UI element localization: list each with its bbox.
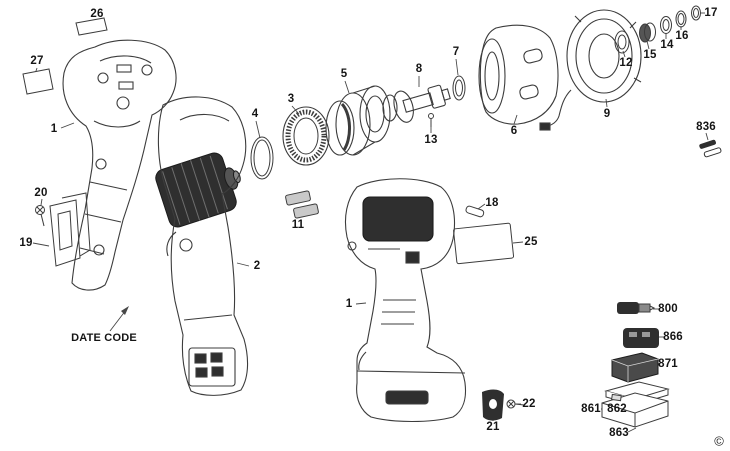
battery-871-drawing bbox=[611, 352, 659, 383]
part-label-26: 26 bbox=[90, 8, 104, 20]
part-label-861: 861 bbox=[581, 403, 601, 415]
motor-drawing bbox=[155, 152, 241, 228]
part-label-11: 11 bbox=[291, 219, 305, 231]
part-label-5: 5 bbox=[340, 68, 348, 80]
nose-cover-drawing bbox=[539, 9, 642, 131]
gear-case-drawing bbox=[478, 24, 559, 125]
part-label-800: 800 bbox=[658, 303, 678, 315]
part-label-25: 25 bbox=[524, 236, 538, 248]
part-label-12: 12 bbox=[619, 57, 633, 69]
detent-pin-13-drawing bbox=[428, 113, 434, 127]
part-label-2: 2 bbox=[253, 260, 261, 272]
part-label-22: 22 bbox=[522, 398, 536, 410]
service-kit-836-drawing bbox=[699, 139, 722, 158]
battery-866-drawing bbox=[623, 328, 659, 348]
part-label-21: 21 bbox=[486, 421, 500, 433]
part-label-19: 19 bbox=[19, 237, 33, 249]
contact-sleeves-drawing bbox=[285, 190, 319, 219]
part-label-836: 836 bbox=[696, 121, 716, 133]
part-label-862: 862 bbox=[607, 403, 627, 415]
part-label-14: 14 bbox=[660, 39, 674, 51]
date-code-arrowhead bbox=[121, 306, 129, 315]
part-label-866: 866 bbox=[663, 331, 683, 343]
copyright-symbol: © bbox=[714, 433, 724, 449]
part-label-18: 18 bbox=[485, 197, 499, 209]
label-sticker-26-drawing bbox=[75, 17, 108, 36]
part-label-9: 9 bbox=[603, 108, 611, 120]
anvil-drawing bbox=[393, 84, 451, 123]
front-housing-half-drawing bbox=[157, 96, 249, 396]
bit-holder-800-drawing bbox=[617, 302, 656, 314]
part-label-4: 4 bbox=[251, 108, 259, 120]
part-label-7: 7 bbox=[452, 46, 460, 58]
o-ring-4-drawing bbox=[250, 136, 274, 180]
part-label-871: 871 bbox=[658, 358, 678, 370]
belt-hook-drawing bbox=[49, 192, 91, 267]
part-label-16: 16 bbox=[675, 30, 689, 42]
washer-7-drawing bbox=[452, 75, 466, 101]
part-label-1-left: 1 bbox=[50, 123, 58, 135]
part-label-1-main: 1 bbox=[345, 298, 353, 310]
part-label-6: 6 bbox=[510, 125, 518, 137]
assembled-tool-drawing bbox=[344, 178, 467, 423]
screw-20-drawing bbox=[35, 205, 45, 227]
part-label-15: 15 bbox=[643, 49, 657, 61]
part-label-13: 13 bbox=[424, 134, 438, 146]
ring-gear-drawing bbox=[282, 106, 330, 166]
label-25-drawing bbox=[453, 222, 515, 265]
belt-clip-21-drawing bbox=[482, 389, 504, 421]
part-label-20: 20 bbox=[34, 187, 48, 199]
part-label-8: 8 bbox=[415, 63, 423, 75]
bearing-rings-drawing bbox=[614, 5, 701, 54]
kitbox-drawing bbox=[601, 381, 670, 428]
hammer-assembly-drawing bbox=[325, 85, 398, 156]
screw-22-drawing bbox=[506, 399, 525, 409]
label-sticker-27-drawing bbox=[22, 68, 54, 95]
pin-18-drawing bbox=[465, 205, 485, 218]
rear-housing-half-drawing bbox=[62, 39, 177, 291]
part-label-3: 3 bbox=[287, 93, 295, 105]
part-label-17: 17 bbox=[704, 7, 718, 19]
date-code-label: DATE CODE bbox=[71, 332, 137, 344]
part-label-863: 863 bbox=[609, 427, 629, 439]
part-label-27: 27 bbox=[30, 55, 44, 67]
